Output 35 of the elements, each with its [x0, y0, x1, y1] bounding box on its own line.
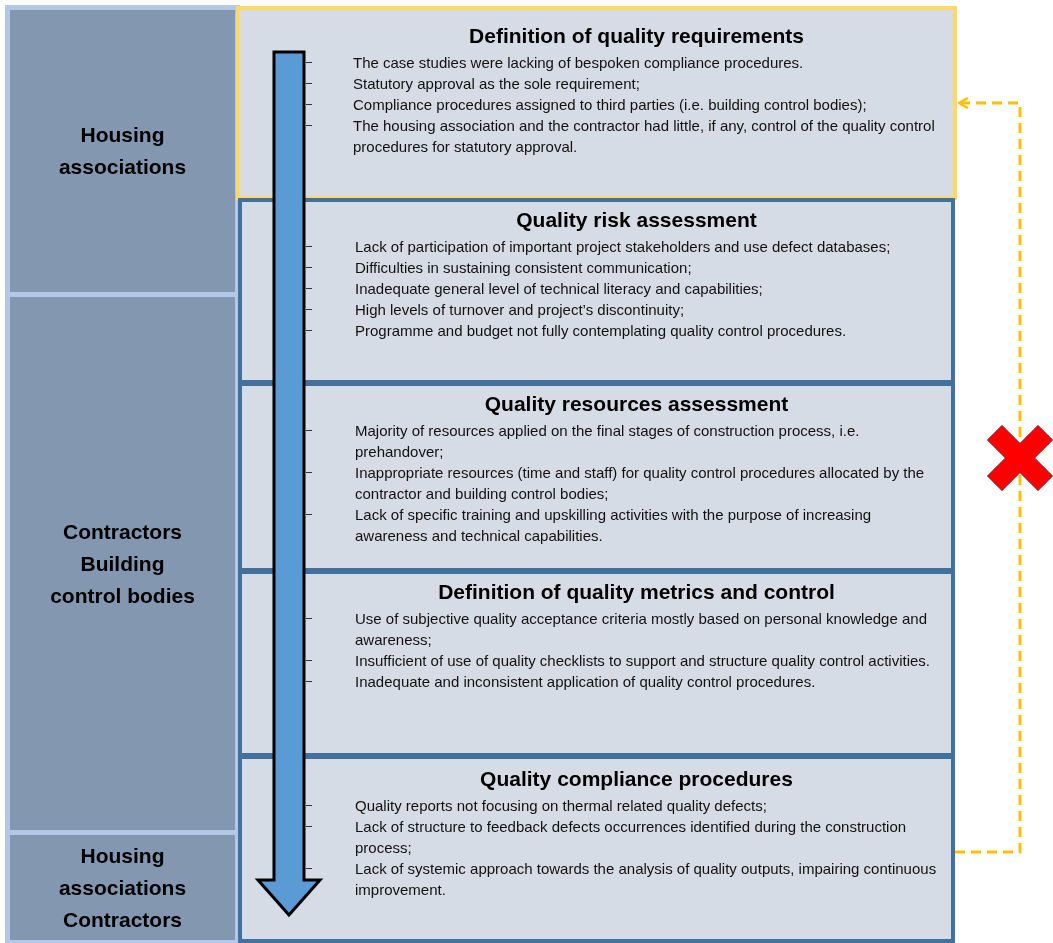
stakeholder-band	[10, 835, 235, 940]
finding-text: Statutory approval as the sole requirement;	[353, 74, 641, 94]
finding-text: Use of subjective quality acceptance criteria mostly based on personal knowledge and awareness;	[355, 609, 928, 650]
feedback-arrow	[955, 96, 1022, 854]
finding-text: Quality reports not focusing on thermal related quality defects;	[355, 796, 768, 816]
finding-text: Lack of structure to feedback defects occurrences identified during the construction process;	[355, 817, 908, 858]
finding-text: Programme and budget not fully contemplating quality control procedures.	[355, 321, 848, 341]
finding-text: The case studies were lacking of bespoken compliance procedures.	[353, 53, 805, 73]
finding-text: The housing association and the contractor had little, if any, control of the quality control procedures for statutory approval.	[353, 116, 936, 157]
stakeholder-band	[10, 297, 235, 830]
finding-text: Lack of systemic approach towards the analysis of quality outputs, impairing continuous improvement.	[355, 859, 938, 900]
stage-heading: Quality compliance procedures	[479, 767, 794, 791]
finding-text: Majority of resources applied on the final stages of construction process, i.e. prehandover;	[355, 421, 861, 462]
finding-text: Inadequate general level of technical literacy and capabilities;	[355, 279, 764, 299]
stage-heading: Quality resources assessment	[483, 392, 790, 416]
stage-heading: Definition of quality metrics and control	[437, 580, 836, 604]
stakeholder-band	[10, 10, 235, 292]
finding-text: Lack of specific training and upskilling activities with the purpose of increasing awareness and technical capabilities.	[355, 505, 873, 546]
stage-heading: Definition of quality requirements	[468, 24, 805, 48]
stage-box	[238, 382, 955, 572]
finding-text: Inappropriate resources (time and staff) for quality control procedures allocated by the contractor and building control bodies;	[355, 463, 926, 504]
stage-box	[238, 570, 955, 757]
finding-text: Inadequate and inconsistent application of quality control procedures.	[355, 672, 817, 692]
stage-heading: Quality risk assessment	[515, 208, 758, 232]
finding-text: Difficulties in sustaining consistent communication;	[355, 258, 693, 278]
finding-text: Compliance procedures assigned to third parties (i.e. building control bodies);	[353, 95, 868, 115]
stakeholder-label: Housing associations Contractors	[57, 842, 188, 933]
finding-text: Insufficient of use of quality checklists to support and structure quality control activities.	[355, 651, 931, 671]
stage-box	[238, 755, 955, 943]
stakeholder-label: Housing associations	[57, 122, 188, 180]
stage-box	[236, 6, 957, 200]
finding-text: High levels of turnover and project’s discontinuity;	[355, 300, 686, 320]
stakeholder-label: Contractors Building control bodies	[49, 518, 196, 609]
stage-box	[238, 198, 955, 384]
finding-text: Lack of participation of important project stakeholders and use defect databases;	[355, 237, 892, 257]
